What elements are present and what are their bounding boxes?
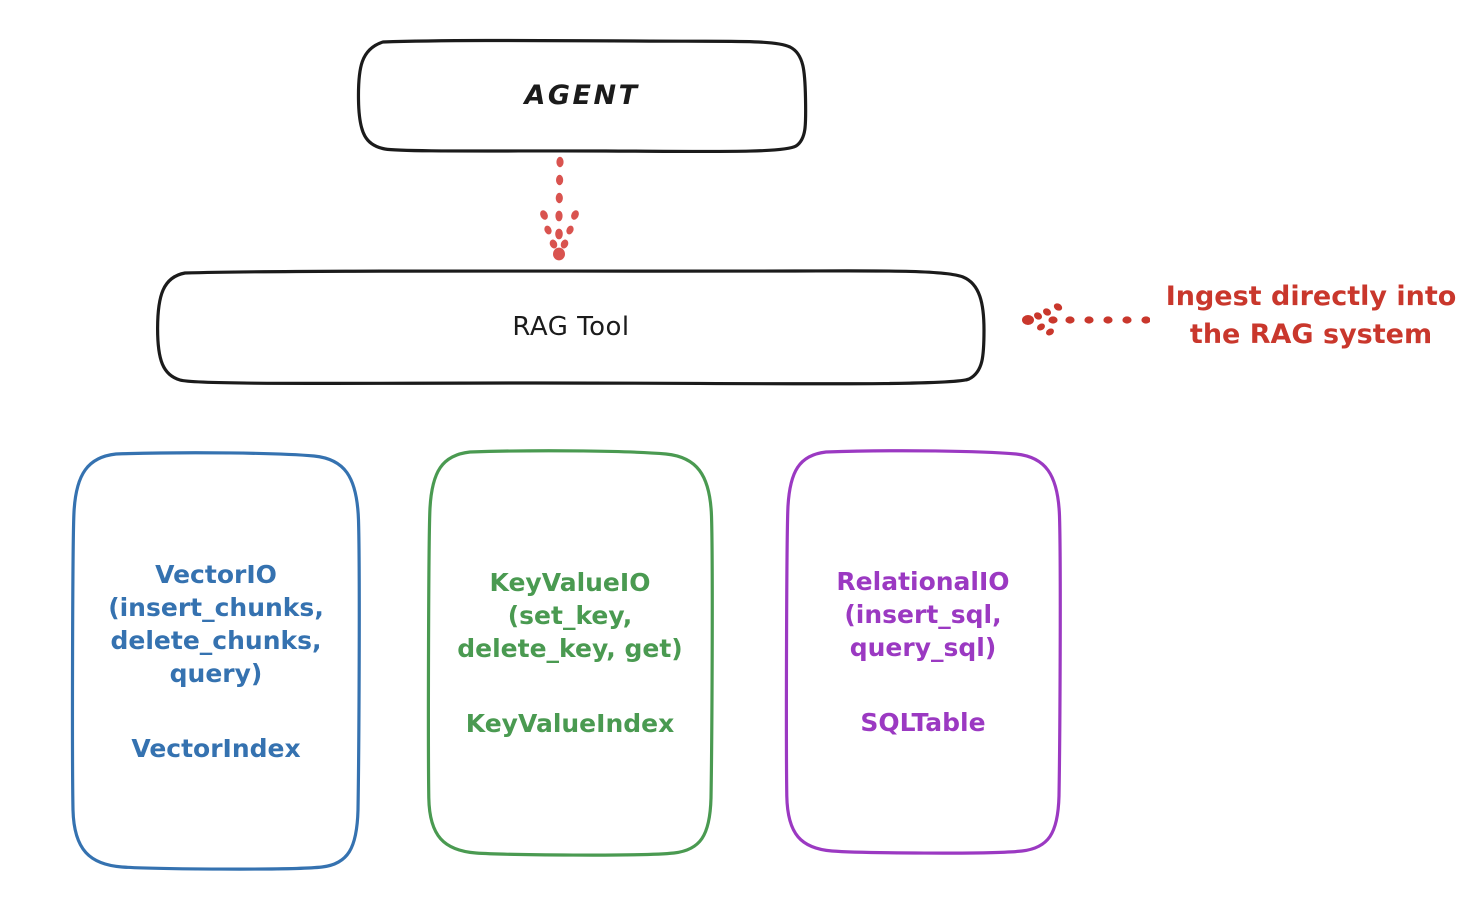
vectorio-api-label: VectorIO (insert_chunks, delete_chunks, … [108,559,324,688]
vectorio-content: VectorIO (insert_chunks, delete_chunks, … [70,558,362,765]
rag-tool-label: RAG Tool [512,311,630,342]
agent-label: AGENT [524,80,640,112]
agent-to-rag-arrow [540,156,579,261]
ingest-annotation-text: Ingest directly into the RAG system [1165,281,1457,351]
node-agent[interactable]: AGENT [356,38,808,154]
dotted-arrow-down-icon [540,156,579,261]
node-vectorio[interactable]: VectorIO (insert_chunks, delete_chunks, … [70,450,362,872]
rag-tool-content: RAG Tool [155,310,987,344]
dotted-arrow-left-icon [1022,303,1150,336]
vectorio-index-label: VectorIndex [131,733,301,763]
keyvalueio-api-label: KeyValueIO (set_key, delete_key, get) [457,568,683,663]
relationalio-api-label: RelationalIO (insert_sql, query_sql) [836,567,1010,662]
keyvalueio-index-label: KeyValueIndex [465,709,675,738]
relationalio-index-label: SQLTable [860,708,986,737]
node-rag-tool[interactable]: RAG Tool [155,268,987,386]
ingest-arrow [1022,303,1150,336]
node-keyvalueio[interactable]: KeyValueIO (set_key, delete_key, get) Ke… [426,448,714,858]
agent-content: AGENT [356,78,808,114]
relationalio-content: RelationalIO (insert_sql, query_sql) SQL… [784,565,1062,739]
node-relationalio[interactable]: RelationalIO (insert_sql, query_sql) SQL… [784,448,1062,856]
keyvalueio-content: KeyValueIO (set_key, delete_key, get) Ke… [426,566,714,740]
